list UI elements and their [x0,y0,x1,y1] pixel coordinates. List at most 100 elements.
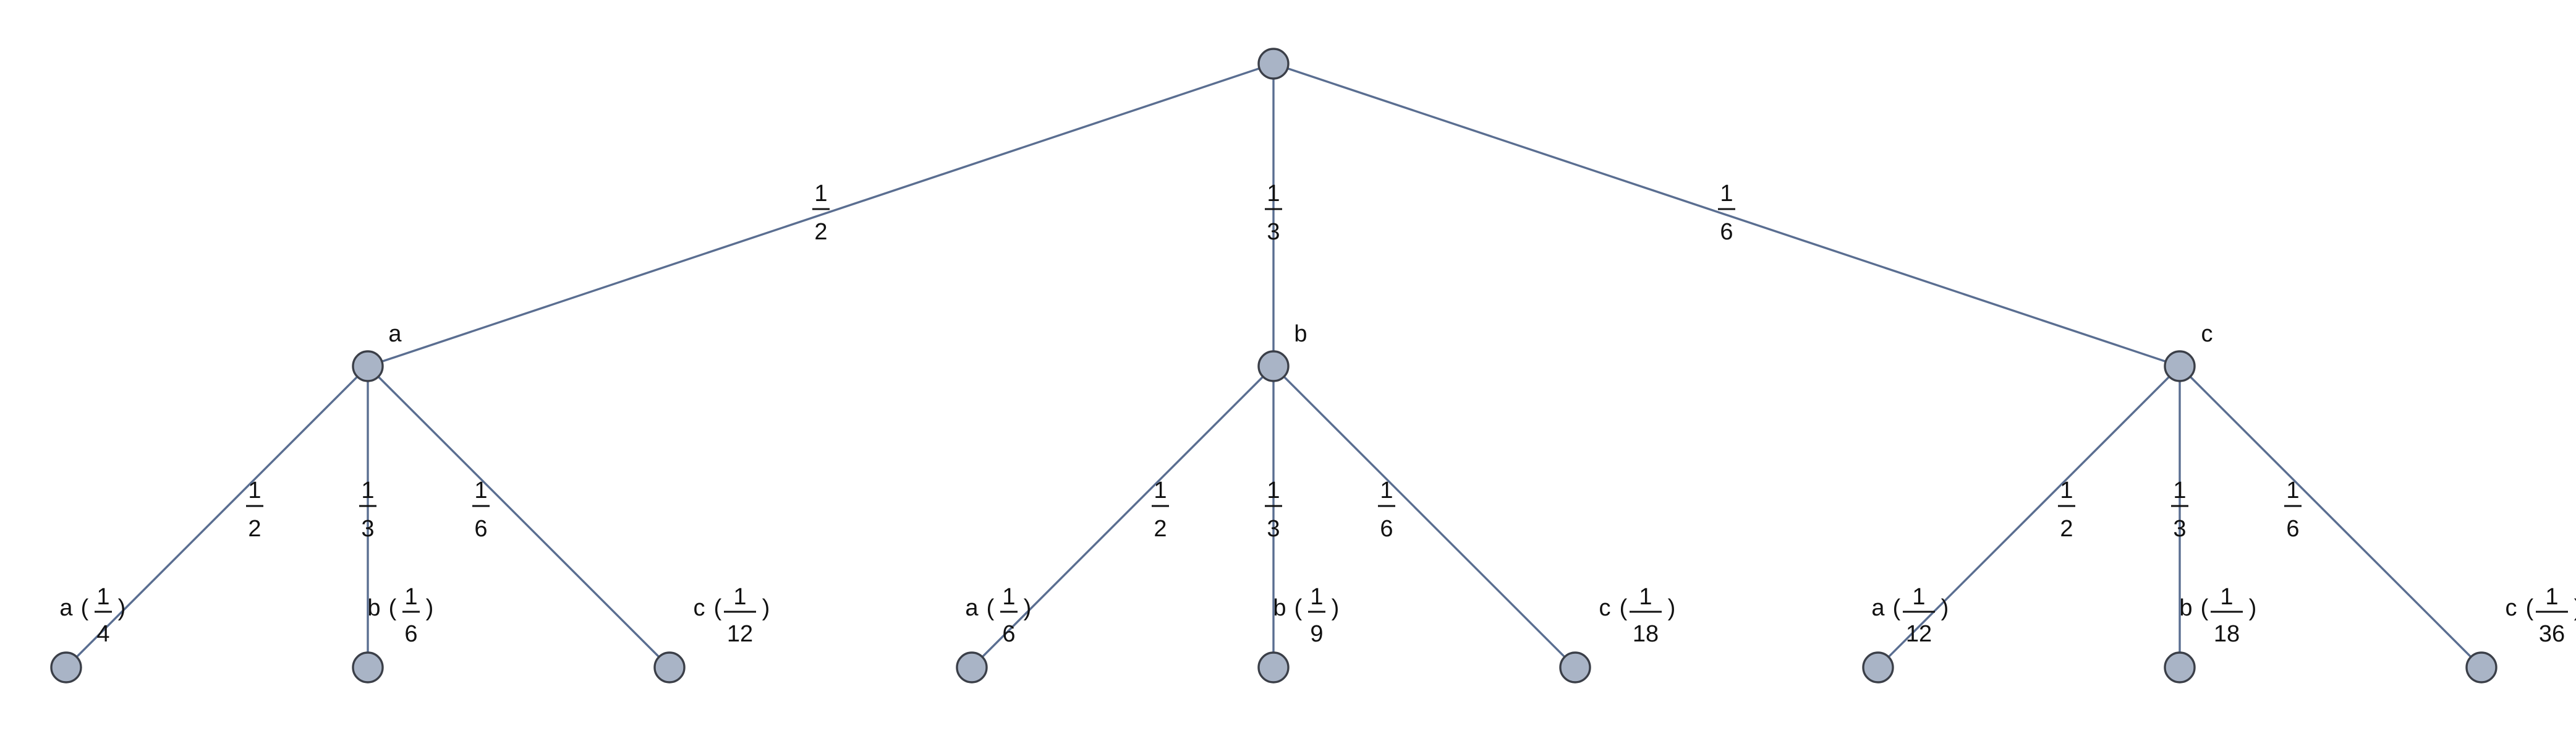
leaf-result-numerator: 1 [404,584,417,610]
root-node [1257,48,1290,80]
edge-prob-b-c-numerator: 1 [1380,478,1393,504]
edge-prob-a-a: 12 [246,478,263,542]
edge-prob-b-b-denominator: 3 [1267,516,1280,542]
node-label-a: a [388,321,402,347]
leaf-close-paren: ) [1024,595,1032,621]
edge-prob-c-c-denominator: 6 [2286,516,2299,542]
edge-prob-c-a: 12 [2058,478,2075,542]
leaf-result-denominator: 12 [1906,621,1932,647]
edge-prob-c-c: 16 [2284,478,2302,542]
leaf-result-numerator: 1 [1912,584,1925,610]
edge-prob-root-c-denominator: 6 [1720,219,1733,245]
edge-prob-root-b-numerator: 1 [1267,181,1280,207]
edge-prob-a-a-numerator: 1 [248,478,261,504]
edge-prob-root-a-denominator: 2 [814,219,827,245]
leaf-result-denominator: 36 [2539,621,2565,647]
edge-b-c [1272,365,1576,669]
edge-a-c [367,365,671,669]
node-a [352,350,384,382]
leaf-node-c-b [2164,651,2196,684]
edge-prob-c-a-denominator: 2 [2060,516,2073,542]
leaf-result-numerator: 1 [96,584,109,610]
leaf-name: a [59,595,73,621]
edge-prob-a-b-denominator: 3 [361,516,374,542]
edge-prob-a-c-denominator: 6 [474,516,487,542]
edge-prob-c-b: 13 [2171,478,2188,542]
leaf-label-b-b: b (1 9) [1273,584,1339,647]
leaf-name: b [367,595,380,621]
leaf-result-numerator: 1 [2545,584,2558,610]
leaf-open-paren: ( [2526,595,2534,621]
leaf-close-paren: ) [1332,595,1340,621]
node-labels: aa(14)b(16)c(112)ba(16)b(19)c(118)ca(112… [59,321,2576,647]
edge-prob-a-c: 16 [472,478,490,542]
leaf-result-numerator: 1 [2220,584,2233,610]
leaf-label-b-c: c(118) [1599,584,1676,647]
leaf-result-denominator: 6 [404,621,417,647]
leaf-result-denominator: 18 [2214,621,2240,647]
leaf-open-paren: ( [2201,595,2209,621]
edge-prob-b-a-numerator: 1 [1154,478,1167,504]
leaf-open-paren: ( [1893,595,1901,621]
edge-prob-c-c-numerator: 1 [2286,478,2299,504]
leaf-node-c-c [2465,651,2497,684]
leaf-result-numerator: 1 [1002,584,1015,610]
leaf-name: b [2179,595,2192,621]
leaf-open-paren: ( [714,595,722,621]
leaf-name: b [1273,595,1286,621]
leaf-close-paren: ) [762,595,770,621]
edge-prob-a-c-numerator: 1 [474,478,487,504]
leaf-label-b-a: a(16) [965,584,1031,647]
leaf-name: a [1871,595,1885,621]
tree-edges [65,62,2483,669]
leaf-close-paren: ) [426,595,434,621]
leaf-result-denominator: 6 [1002,621,1015,647]
edge-prob-b-b-numerator: 1 [1267,478,1280,504]
edge-prob-b-c: 16 [1378,478,1395,542]
leaf-close-paren: ) [118,595,126,621]
edge-prob-root-c: 16 [1718,181,1735,245]
leaf-node-a-b [352,651,384,684]
edge-root-c [1273,62,2180,367]
edge-prob-c-b-denominator: 3 [2173,516,2186,542]
edge-prob-b-c-denominator: 6 [1380,516,1393,542]
leaf-node-b-c [1559,651,1591,684]
leaf-open-paren: ( [81,595,89,621]
leaf-name: c [1599,595,1611,621]
edge-c-a [1877,365,2181,669]
leaf-label-c-b: b(118) [2179,584,2256,647]
leaf-name: c [2506,595,2517,621]
leaf-close-paren: ) [1941,595,1949,621]
leaf-result-numerator: 1 [733,584,746,610]
leaf-result-denominator: 18 [1633,621,1659,647]
leaf-result-denominator: 9 [1310,621,1323,647]
edge-prob-b-a-denominator: 2 [1154,516,1167,542]
edge-prob-a-a-denominator: 2 [248,516,261,542]
leaf-label-a-a: a(14) [59,584,125,647]
leaf-label-a-b: b (1 6) [367,584,433,647]
leaf-open-paren: ( [1294,595,1303,621]
leaf-result-numerator: 1 [1310,584,1323,610]
leaf-label-a-c: c (1 12) [694,584,770,647]
edge-b-a [971,365,1275,669]
edge-prob-b-a: 12 [1152,478,1169,542]
edge-prob-root-a-numerator: 1 [814,181,827,207]
edge-prob-root-b: 13 [1265,181,1282,245]
edge-a-a [65,365,369,669]
edge-c-c [2179,365,2483,669]
leaf-node-a-c [653,651,686,684]
node-label-c: c [2201,321,2213,347]
leaf-label-c-a: a (1 12) [1871,584,1949,647]
leaf-name: c [694,595,705,621]
leaf-node-b-a [956,651,988,684]
tree-nodes [50,48,2497,684]
leaf-close-paren: ) [2574,595,2576,621]
leaf-open-paren: ( [1620,595,1628,621]
edge-prob-a-b: 13 [359,478,376,542]
edge-prob-root-c-numerator: 1 [1720,181,1733,207]
leaf-open-paren: ( [389,595,397,621]
edge-prob-a-b-numerator: 1 [361,478,374,504]
leaf-result-denominator: 12 [727,621,753,647]
